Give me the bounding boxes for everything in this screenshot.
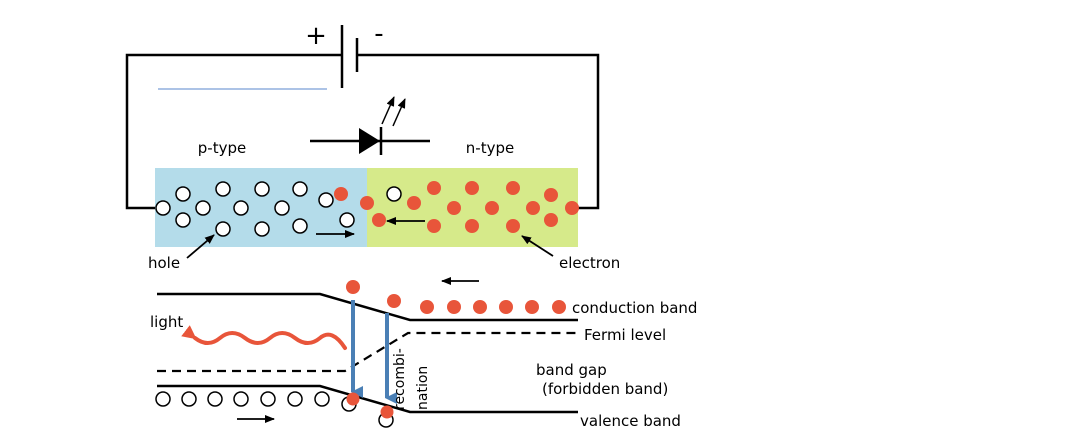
recombination-label-line1: recombi-	[392, 348, 408, 410]
electron	[525, 300, 539, 314]
hole	[207, 391, 223, 407]
electron	[465, 181, 479, 195]
circuit: + -	[125, 19, 600, 210]
valence-band-line	[157, 384, 578, 414]
electron	[360, 196, 374, 210]
battery-plus-label: +	[305, 21, 327, 51]
electron	[506, 181, 520, 195]
electron	[473, 300, 487, 314]
forbidden-band-label: (forbidden band)	[542, 380, 668, 398]
conduction-band-label: conduction band	[572, 299, 697, 317]
electron	[552, 300, 566, 314]
electron	[427, 181, 441, 195]
p-type-label: p-type	[198, 139, 246, 157]
hole	[215, 221, 231, 237]
electron	[334, 187, 348, 201]
fermi-level-line	[157, 331, 578, 373]
hole	[155, 200, 171, 216]
electron-label: electron	[559, 254, 620, 272]
electron	[447, 300, 461, 314]
emission-arrow-2	[392, 98, 406, 127]
band-holes	[155, 391, 394, 428]
circuit-wire-left	[125, 53, 342, 210]
electron	[499, 300, 513, 314]
electron	[407, 196, 421, 210]
electrons-group	[334, 181, 579, 233]
hole	[260, 391, 276, 407]
hole	[339, 212, 355, 228]
electron	[544, 213, 558, 227]
band-electrons	[346, 280, 566, 314]
electron	[387, 294, 401, 308]
hole	[386, 186, 402, 202]
light-label: light	[150, 313, 183, 331]
hole	[155, 391, 171, 407]
n-region	[367, 168, 578, 247]
hole	[314, 391, 330, 407]
electron	[465, 219, 479, 233]
hole	[175, 186, 191, 202]
hole	[287, 391, 303, 407]
electron	[485, 201, 499, 215]
diode-triangle	[359, 128, 380, 154]
electron	[544, 188, 558, 202]
electron	[447, 201, 461, 215]
light-wave	[181, 325, 347, 350]
hole	[175, 212, 191, 228]
electron	[372, 213, 386, 227]
electron-pointer-arrow	[521, 235, 554, 257]
hole-label: hole	[148, 254, 180, 272]
electron	[380, 405, 394, 419]
recombination-label-line2: nation	[415, 366, 431, 410]
hole	[233, 391, 249, 407]
hole	[274, 200, 290, 216]
electron	[346, 280, 360, 294]
circuit-wire-right	[357, 53, 600, 210]
hole	[195, 200, 211, 216]
hole	[292, 218, 308, 234]
hole	[318, 192, 334, 208]
hole-pointer-arrow	[186, 234, 215, 259]
electron	[565, 201, 579, 215]
electron	[427, 219, 441, 233]
hole	[254, 181, 270, 197]
hole	[181, 391, 197, 407]
electron	[346, 392, 360, 406]
hole	[233, 200, 249, 216]
hole	[254, 221, 270, 237]
conduction-band-line	[157, 292, 578, 322]
electron	[526, 201, 540, 215]
valence-band-label: valence band	[580, 412, 681, 430]
n-type-label: n-type	[466, 139, 514, 157]
led-symbol	[310, 96, 430, 155]
electron	[506, 219, 520, 233]
hole	[215, 181, 231, 197]
holes-group	[155, 181, 402, 237]
fermi-level-label: Fermi level	[584, 326, 666, 344]
electron	[420, 300, 434, 314]
band-gap-label: band gap	[536, 361, 607, 379]
battery-minus-label: -	[374, 19, 383, 49]
emission-arrow-1	[381, 96, 395, 125]
hole	[292, 181, 308, 197]
